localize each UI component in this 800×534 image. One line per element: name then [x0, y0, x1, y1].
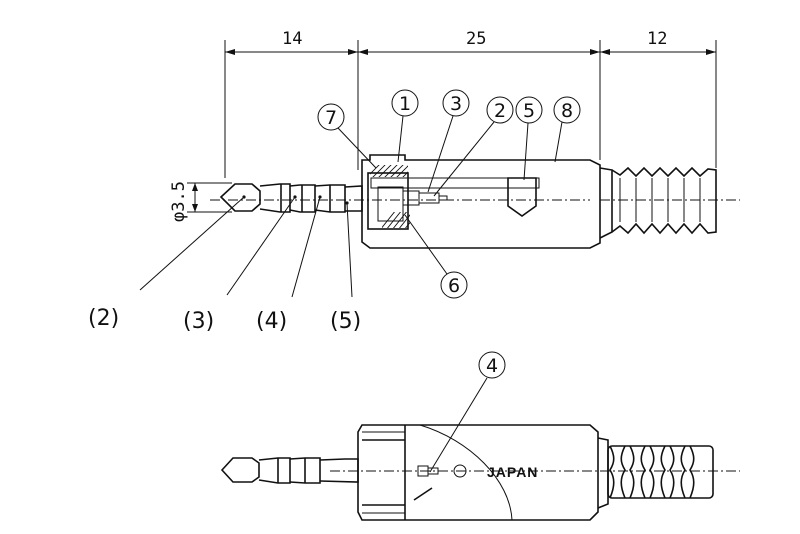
plug-bottom-view	[220, 351, 740, 521]
dimension-body: 25	[466, 29, 486, 49]
callout-6: 6	[448, 275, 460, 297]
plug-part-5: (5)	[330, 309, 361, 334]
callout-3: 3	[450, 93, 462, 115]
callout-8: 8	[561, 100, 573, 122]
dimension-diameter: φ3.5	[169, 181, 189, 222]
plug-part-3: (3)	[183, 309, 214, 334]
japan-marking: JAPAN	[487, 464, 538, 480]
dimension-lines	[187, 40, 717, 213]
dimension-tail: 12	[647, 29, 667, 49]
plug-part-2: (2)	[88, 306, 119, 331]
callout-2: 2	[494, 100, 506, 122]
callout-1: 1	[399, 93, 411, 115]
plug-part-4: (4)	[256, 309, 287, 334]
dimension-tip: 14	[282, 29, 302, 49]
plug-side-view	[210, 154, 740, 249]
callout-markers	[317, 89, 581, 299]
callout-7: 7	[325, 107, 337, 129]
plug-part-leaders	[139, 196, 353, 298]
callout-4: 4	[486, 355, 498, 377]
callout-5: 5	[523, 100, 535, 122]
